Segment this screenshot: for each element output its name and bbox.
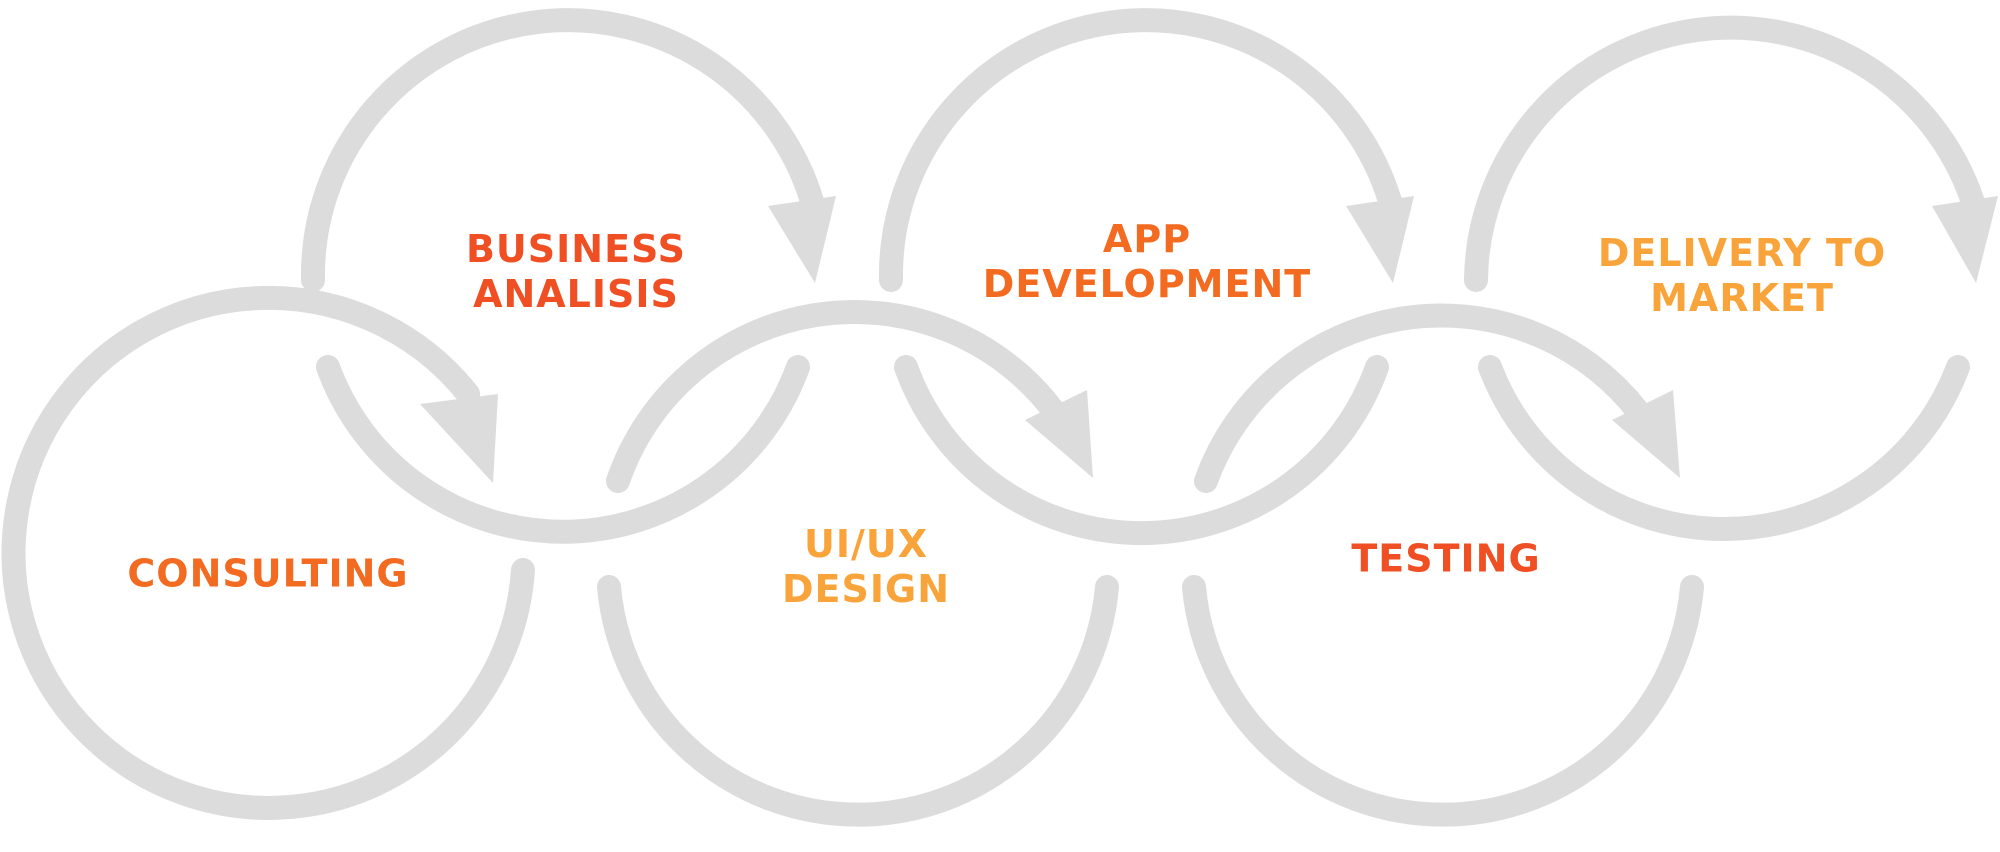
stage-label-app-development-line-1: APP: [1102, 217, 1192, 262]
ring-uiux-upper: [606, 300, 1065, 493]
ring-delivery-upper: [1464, 15, 1988, 292]
ring-appdev-upper: [878, 8, 1405, 292]
ring-business-lower: [316, 355, 810, 544]
ring-business-upper: [300, 8, 827, 292]
ring-uiux-lower: [597, 575, 1119, 827]
arrow-head-consulting: [420, 394, 498, 483]
stage-label-business-analisis: BUSINESS ANALISIS: [466, 227, 686, 317]
arrow-head-delivery: [1932, 196, 1998, 283]
stage-label-consulting-line-1: CONSULTING: [127, 551, 409, 596]
ring-testing-upper: [1194, 303, 1649, 493]
stage-label-app-development-line-2: DEVELOPMENT: [982, 262, 1312, 306]
stage-label-uiux-design-line-2: DESIGN: [781, 567, 951, 611]
arrow-head-uiux: [1025, 390, 1093, 478]
ring-testing-lower: [1182, 575, 1704, 827]
stage-label-business-analisis-line-2: ANALISIS: [473, 272, 679, 316]
stage-label-delivery-to-market: DELIVERY TO MARKET: [1598, 231, 1886, 321]
stage-label-testing-line-1: TESTING: [1351, 536, 1541, 581]
arrow-head-business: [768, 196, 836, 283]
stage-label-business-analisis-line-1: BUSINESS: [465, 227, 687, 272]
stage-label-app-development: APP DEVELOPMENT: [983, 217, 1311, 307]
ring-consulting: [1, 285, 535, 820]
stage-label-testing: TESTING: [1351, 537, 1540, 582]
stage-label-delivery-to-market-line-1: DELIVERY TO: [1597, 231, 1887, 276]
ring-appdev-lower: [894, 355, 1389, 546]
stage-label-uiux-design-line-1: UI/UX: [803, 522, 929, 567]
stage-label-delivery-to-market-line-2: MARKET: [1650, 276, 1834, 320]
stage-label-consulting: CONSULTING: [127, 552, 408, 597]
arrow-head-appdev: [1346, 196, 1414, 283]
stage-label-uiux-design: UI/UX DESIGN: [782, 522, 950, 612]
arrow-head-testing: [1612, 390, 1680, 478]
ring-delivery-lower: [1478, 355, 1970, 541]
